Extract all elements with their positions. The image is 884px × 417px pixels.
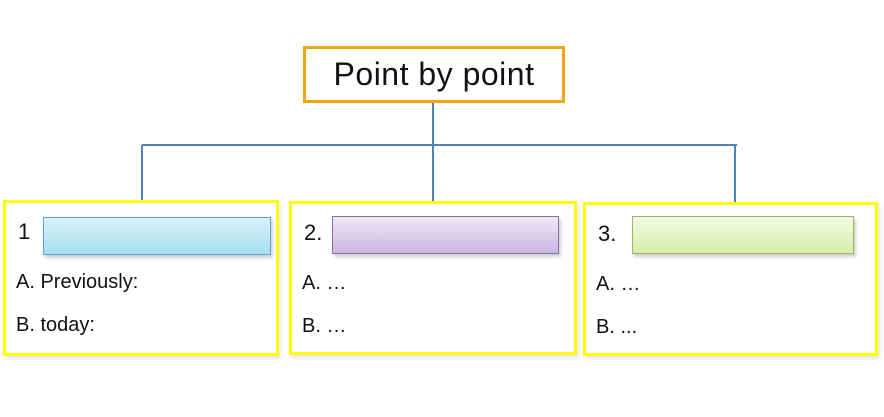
- branch-2-number: 2.: [304, 220, 323, 245]
- connector-left-vertical: [141, 145, 143, 201]
- connector-right-vertical: [734, 145, 736, 203]
- branch-1-item-a: A. Previously:: [16, 271, 139, 293]
- branch-2-color-bar: [332, 216, 559, 254]
- branch-1-item-b: B. today:: [16, 314, 95, 336]
- branch-3-color-bar: [632, 216, 854, 254]
- branch-1-color-bar: [43, 217, 271, 255]
- branch-3-item-b: B. ...: [596, 316, 638, 338]
- diagram-title: Point by point: [333, 56, 535, 92]
- branch-box-1: 1 A. Previously: B. today:: [3, 200, 279, 356]
- connector-center-vertical: [432, 103, 434, 201]
- branch-box-2: 2. A. … B. …: [289, 201, 577, 355]
- connector-horizontal: [142, 144, 737, 146]
- branch-box-3: 3. A. … B. ...: [583, 202, 878, 356]
- branch-2-item-a: A. …: [302, 272, 347, 294]
- branch-3-number: 3.: [598, 221, 617, 246]
- branch-3-item-a: A. …: [596, 273, 641, 295]
- branch-1-number: 1: [18, 219, 31, 244]
- branch-2-item-b: B. …: [302, 315, 347, 337]
- title-box: Point by point: [303, 46, 565, 103]
